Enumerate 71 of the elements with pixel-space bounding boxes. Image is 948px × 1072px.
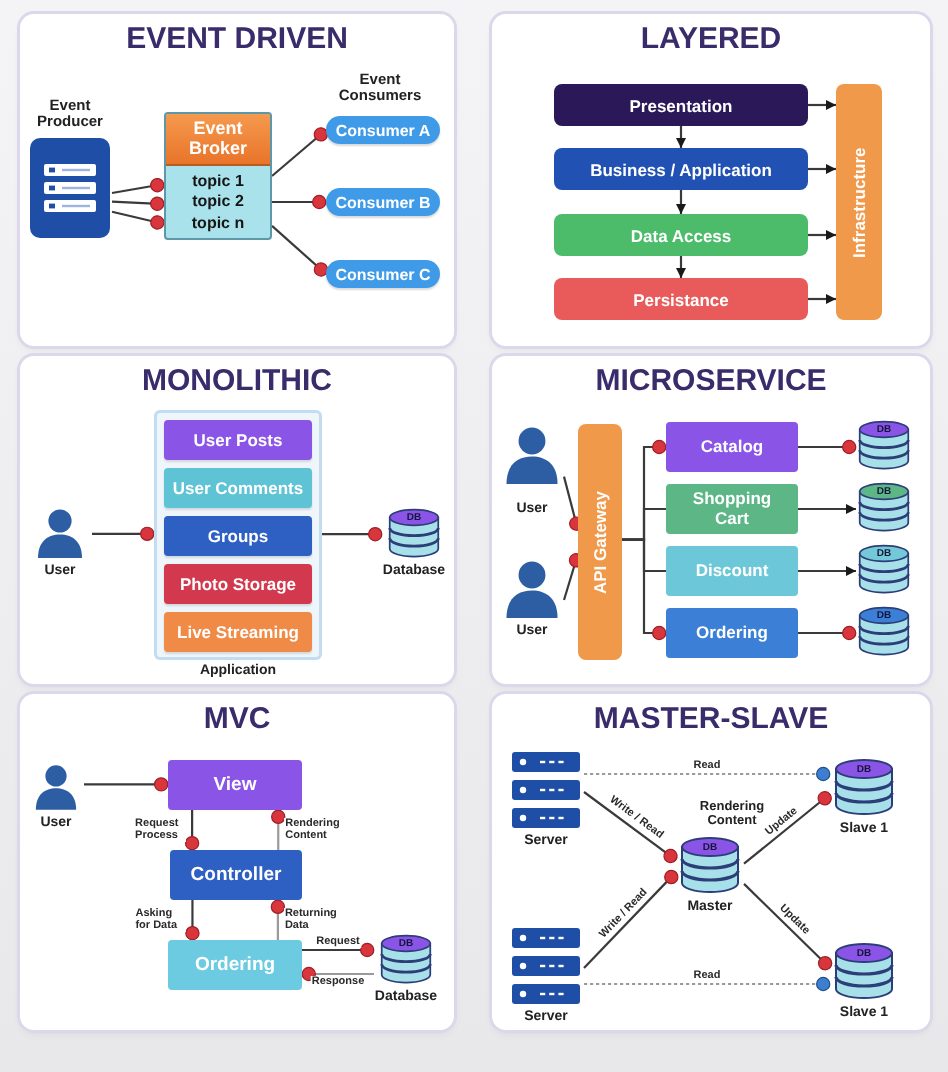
- module-box: User Comments: [164, 468, 312, 508]
- panel-card: [492, 14, 930, 346]
- broker-header: Event Broker: [166, 114, 270, 166]
- connector: [798, 504, 856, 514]
- gateway-bar: API Gateway: [578, 424, 622, 660]
- panel-title: MASTER-SLAVE: [593, 702, 829, 738]
- connector: [584, 766, 831, 782]
- connector: [743, 883, 833, 971]
- connector: [270, 899, 286, 940]
- layer-box: Persistance: [554, 278, 808, 320]
- connector: [808, 164, 836, 174]
- panel-card: [20, 694, 454, 1030]
- consumer-pill: Consumer A: [326, 116, 440, 144]
- connector: [584, 976, 831, 992]
- connector: [92, 526, 155, 542]
- component-box: Controller: [170, 850, 302, 900]
- panel-title: LAYERED: [640, 22, 782, 58]
- broker-box: [164, 112, 272, 240]
- connector: [111, 210, 165, 230]
- connector: [271, 225, 329, 277]
- infrastructure-bar: Infrastructure: [836, 84, 882, 320]
- topic-label: topic n: [191, 213, 245, 233]
- connector: [184, 810, 200, 851]
- connector: [301, 966, 374, 982]
- component-box: Ordering: [168, 940, 302, 990]
- module-box: Photo Storage: [164, 564, 312, 604]
- panel-title: MONOLITHIC: [142, 364, 332, 400]
- connector: [676, 190, 686, 214]
- panel-card: [20, 356, 454, 684]
- component-box: View: [168, 760, 302, 810]
- service-box: Catalog: [666, 422, 798, 472]
- connector: [808, 294, 836, 304]
- consumer-pill: Consumer B: [326, 188, 440, 216]
- service-box: Shopping Cart: [666, 484, 798, 534]
- consumer-pill: Consumer C: [326, 260, 440, 288]
- connector: [798, 566, 856, 576]
- layer-box: Business / Application: [554, 148, 808, 190]
- connector: [798, 439, 857, 455]
- connector: [743, 791, 832, 865]
- connector: [271, 809, 286, 850]
- connector: [808, 100, 836, 110]
- connector: [111, 196, 165, 211]
- connector: [111, 177, 165, 195]
- connector: [583, 869, 679, 969]
- service-box: Ordering: [666, 608, 798, 658]
- panel-title: EVENT DRIVEN: [126, 22, 348, 58]
- module-box: User Posts: [164, 420, 312, 460]
- layer-box: Data Access: [554, 214, 808, 256]
- module-box: Live Streaming: [164, 612, 312, 652]
- topic-label: topic 1: [192, 171, 244, 191]
- connector: [622, 538, 667, 641]
- panel-title: MICROSERVICE: [595, 364, 827, 400]
- connector: [676, 256, 686, 278]
- module-box: Groups: [164, 516, 312, 556]
- connector: [583, 791, 678, 864]
- connector: [272, 194, 327, 210]
- connector: [676, 126, 686, 148]
- connector: [798, 625, 857, 641]
- layer-box: Presentation: [554, 84, 808, 126]
- panel-title: MVC: [203, 702, 271, 738]
- connector: [302, 942, 375, 958]
- topic-label: topic 2: [192, 192, 244, 212]
- connector: [84, 777, 169, 792]
- connector: [185, 900, 200, 941]
- connector: [271, 127, 328, 177]
- connector: [322, 527, 383, 542]
- service-box: Discount: [666, 546, 798, 596]
- panel-card: [492, 694, 930, 1030]
- connector: [808, 230, 836, 240]
- panel-card: [20, 14, 454, 346]
- panel-card: [492, 356, 930, 684]
